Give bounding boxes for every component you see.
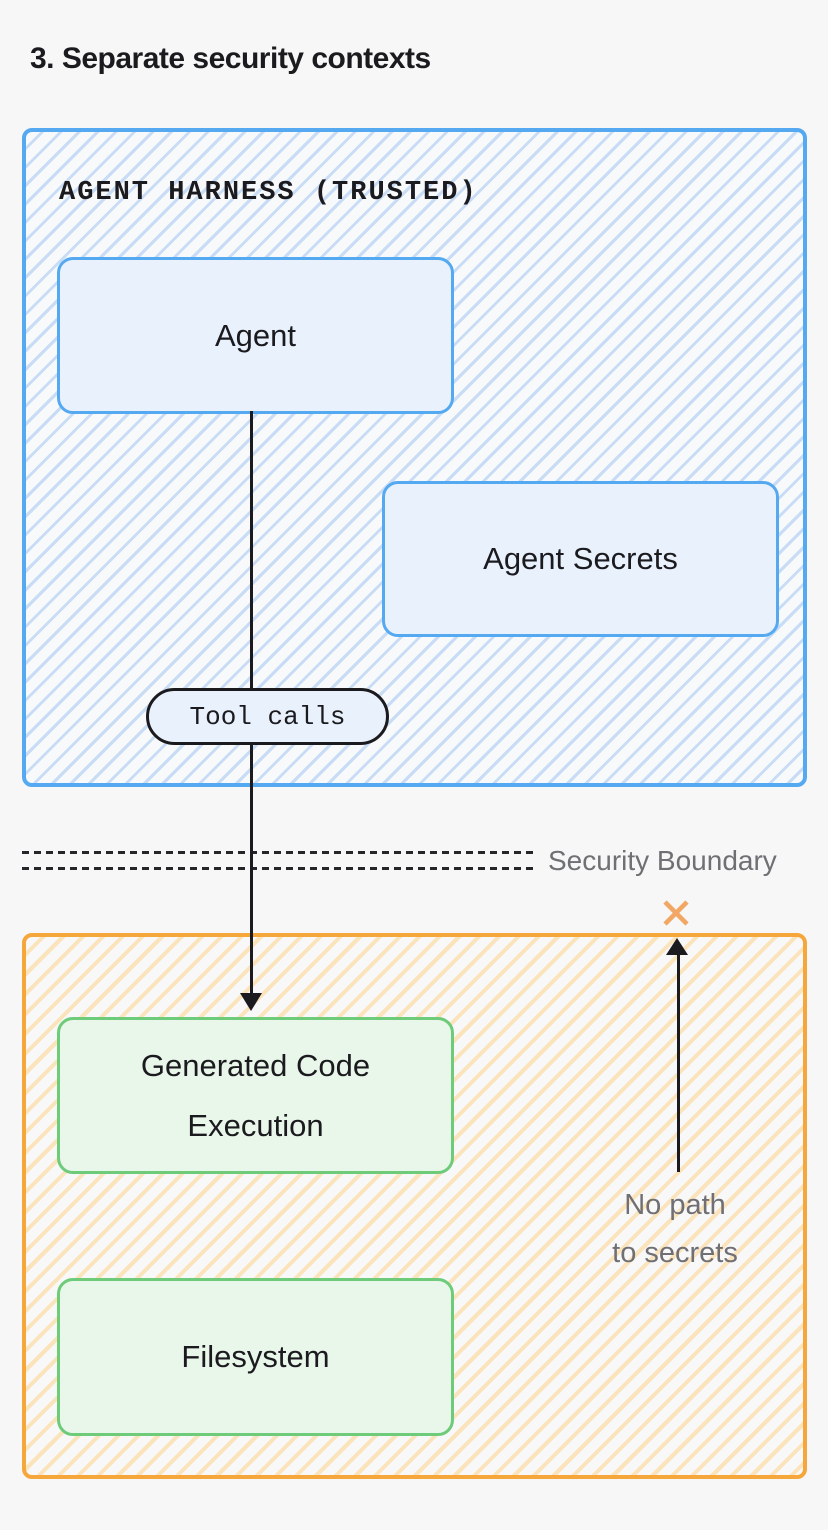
filesystem-node-label: Filesystem (181, 1339, 330, 1374)
security-boundary-line-bottom (22, 867, 534, 870)
agent-node-label: Agent (214, 317, 296, 353)
page-title: 3. Separate security contexts (30, 42, 431, 75)
trusted-zone: AGENT HARNESS (TRUSTED) Agent Agent Secr… (22, 128, 807, 787)
tool-call-arrowhead-icon (240, 993, 262, 1011)
agent-secrets-node-label: Agent Secrets (483, 541, 678, 576)
generated-code-node-line2: Execution (187, 1107, 324, 1143)
blocked-arrowhead-icon (666, 938, 688, 955)
no-path-label-line1: No path (624, 1189, 726, 1221)
tool-calls-edge-pill: Tool calls (146, 688, 389, 745)
tool-calls-edge-label: Tool calls (189, 701, 346, 732)
blocked-x-icon (663, 900, 689, 926)
generated-code-node: Generated Code Execution (57, 1017, 454, 1174)
blocked-arrow-line (677, 953, 680, 1172)
filesystem-node: Filesystem (57, 1278, 454, 1436)
no-path-label: No path to secrets (575, 1181, 775, 1277)
untrusted-zone: Generated Code Execution Filesystem (22, 933, 807, 1479)
security-boundary-label: Security Boundary (548, 845, 777, 876)
security-boundary-line-top (22, 851, 534, 854)
trusted-zone-label: AGENT HARNESS (TRUSTED) (59, 178, 478, 208)
no-path-label-line2: to secrets (612, 1237, 738, 1269)
agent-node: Agent (57, 257, 454, 414)
generated-code-node-line1: Generated Code (140, 1047, 371, 1083)
agent-secrets-node: Agent Secrets (382, 481, 779, 637)
